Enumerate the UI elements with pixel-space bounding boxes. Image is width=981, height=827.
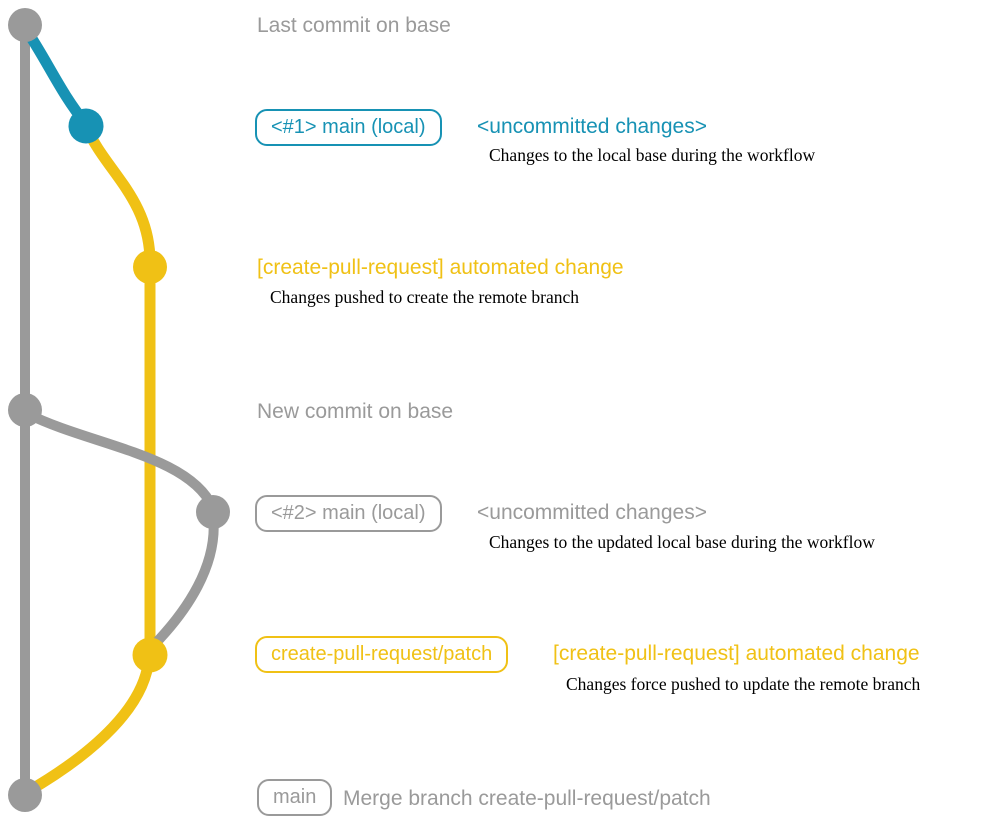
- branch-badge-main-local-2: <#2> main (local): [255, 495, 442, 532]
- commit-title-automated-1: [create-pull-request] automated change: [257, 256, 624, 279]
- new-commit-label: New commit on base: [257, 400, 454, 423]
- branch-badge-main-local-1: <#1> main (local): [255, 109, 442, 146]
- branch-badge-main: main: [257, 779, 333, 816]
- commit-description-4: Changes force pushed to update the remot…: [566, 674, 921, 694]
- commit-dot-new-base: [8, 393, 42, 427]
- commit-dot-merge: [8, 778, 42, 812]
- last-commit-label: Last commit on base: [257, 14, 451, 37]
- patch-branch-path: [80, 120, 156, 656]
- commit-title-automated-2: [create-pull-request] automated change: [553, 642, 920, 665]
- commit-description-2: Changes pushed to create the remote bran…: [270, 287, 580, 307]
- commit-dot-patch-2: [132, 637, 168, 673]
- commit-title-uncommitted-2: <uncommitted changes>: [477, 501, 707, 524]
- merge-curve: [21, 651, 155, 798]
- commit-dot-patch-1: [133, 250, 167, 284]
- branch-badge-patch: create-pull-request/patch: [255, 636, 509, 673]
- base-to-local-main2-curve: [23, 409, 218, 513]
- commit-dot-last-base: [8, 8, 42, 42]
- merge-commit-title: Merge branch create-pull-request/patch: [343, 787, 711, 810]
- local-main2-to-patch-curve: [148, 510, 219, 651]
- commit-title-uncommitted-1: <uncommitted changes>: [477, 115, 707, 138]
- commit-description-3: Changes to the updated local base during…: [489, 532, 875, 552]
- commit-description-1: Changes to the local base during the wor…: [489, 145, 816, 165]
- commit-dot-local-main-1: [68, 108, 104, 144]
- local-main-branch-curve: [19, 22, 92, 130]
- commit-dot-local-main-2: [196, 495, 230, 529]
